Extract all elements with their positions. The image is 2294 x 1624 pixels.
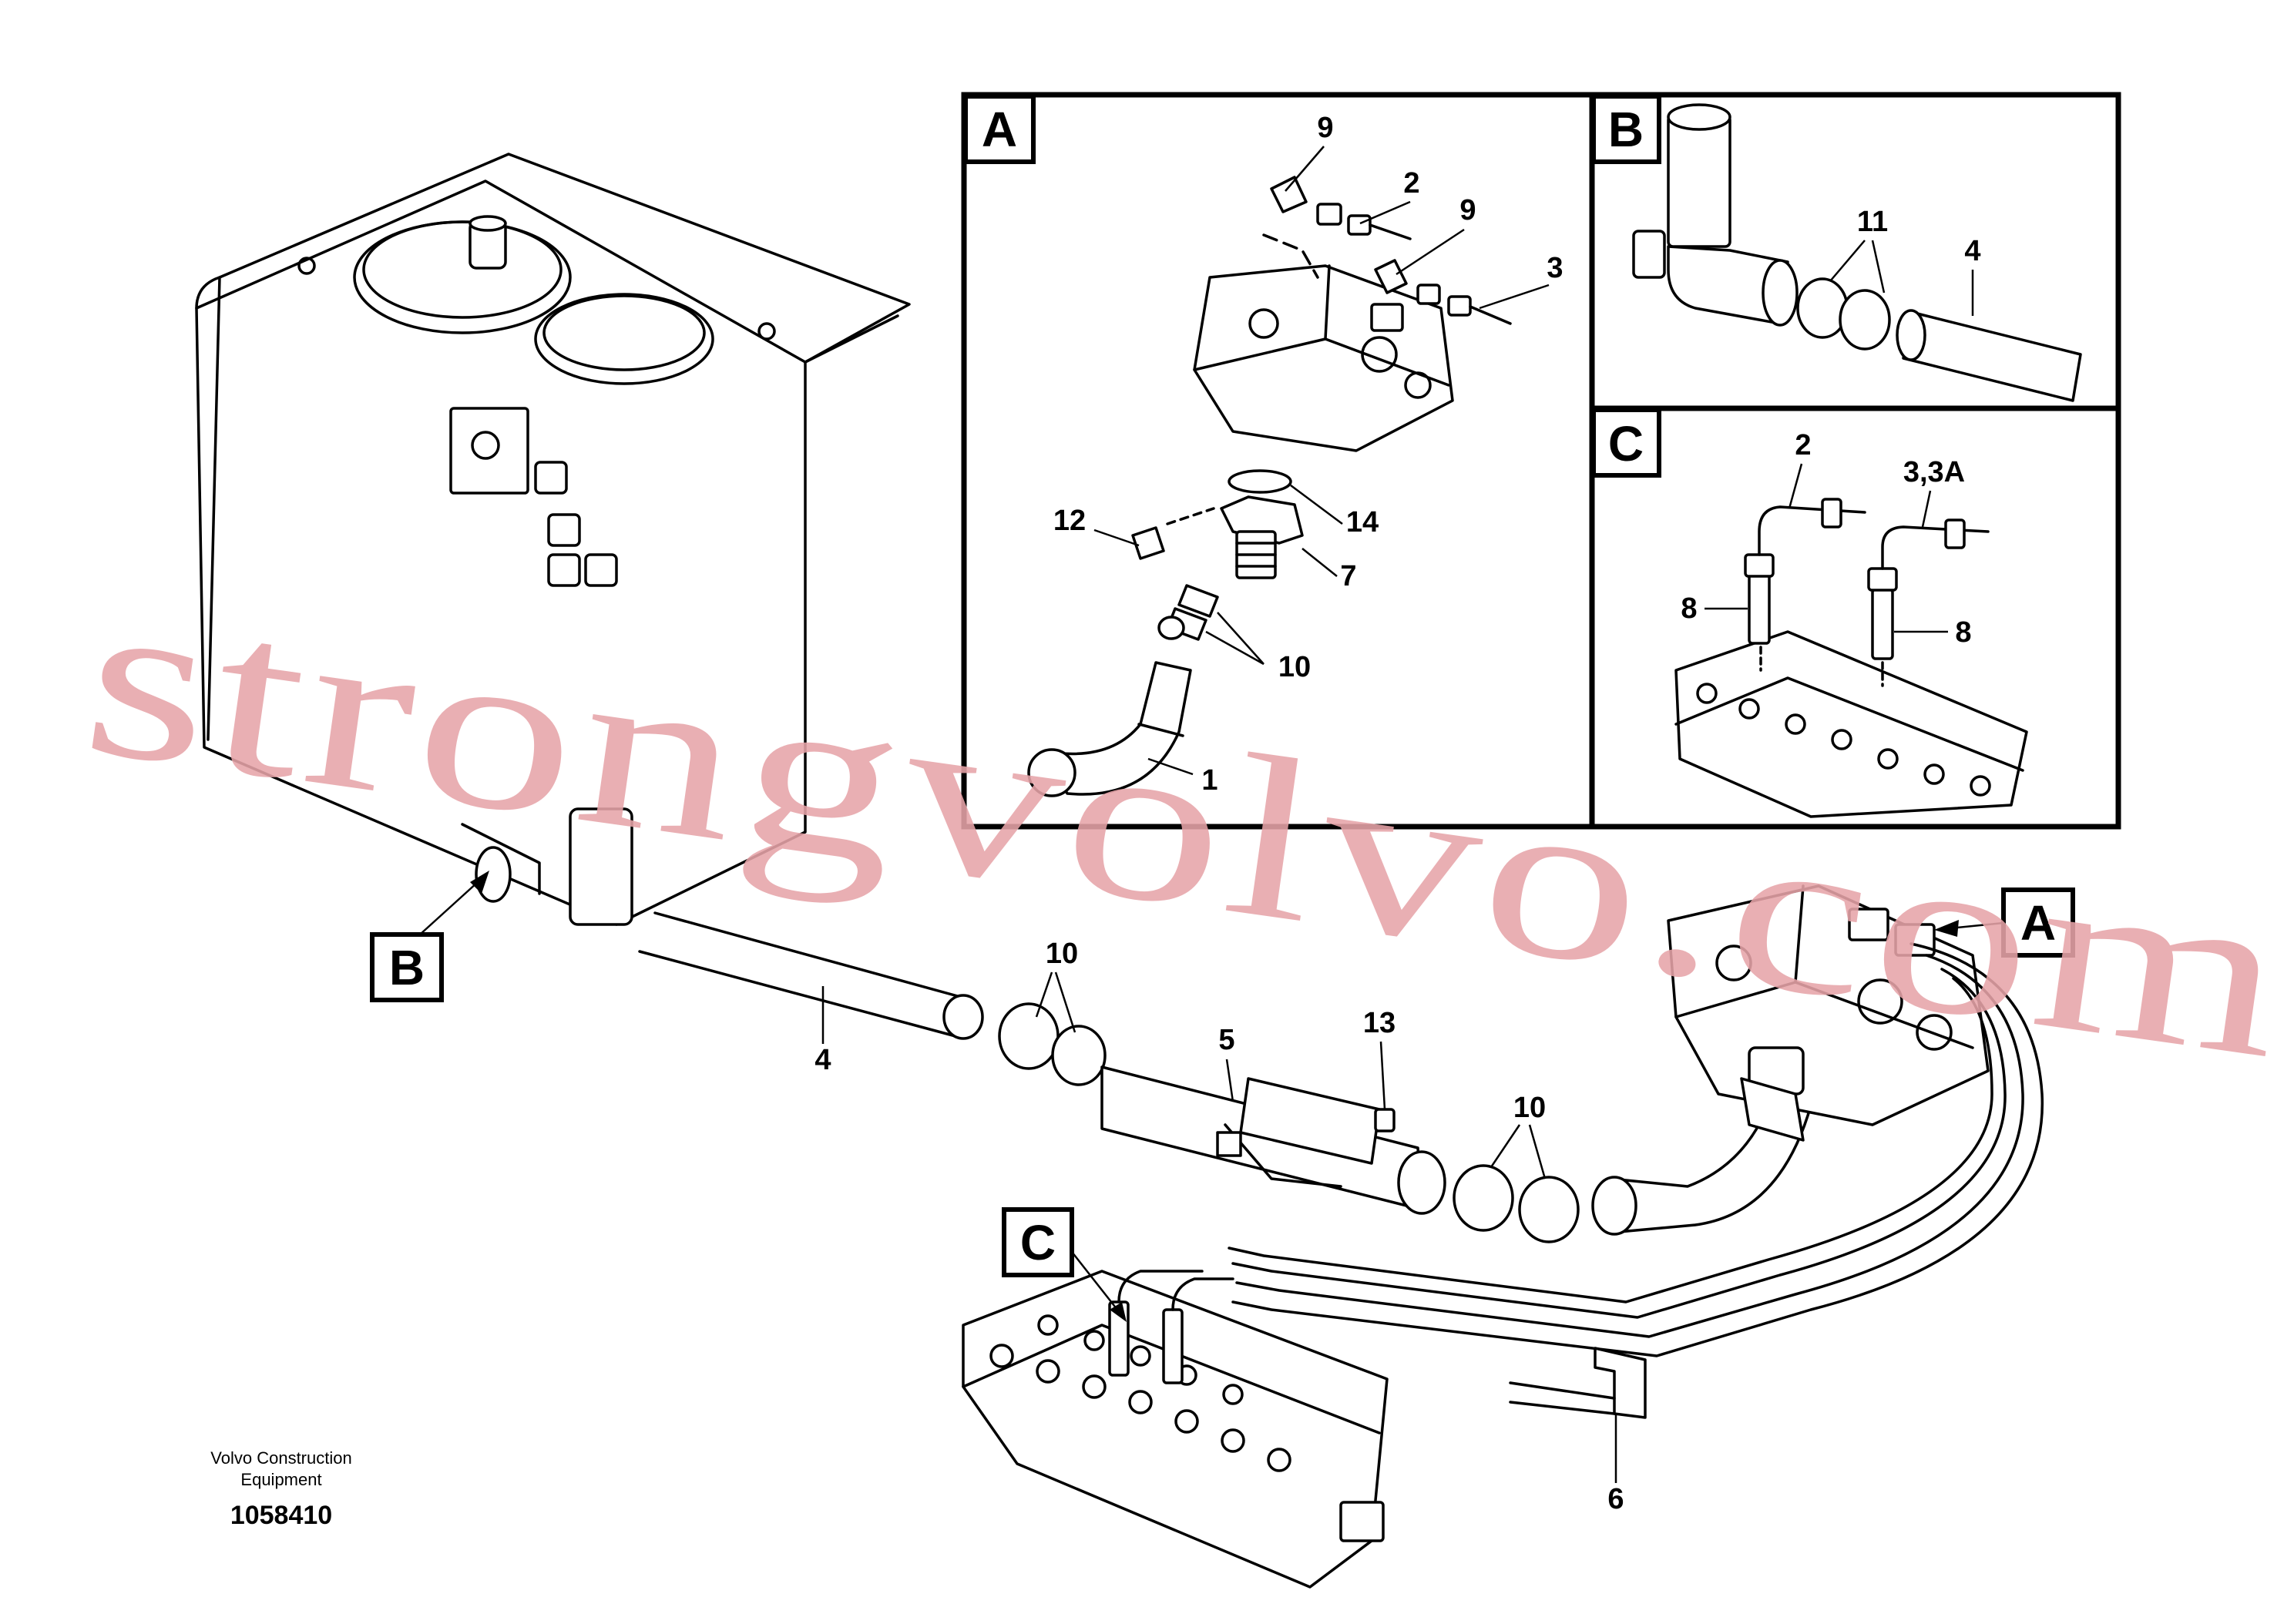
callout-7-a: 7 — [1340, 560, 1356, 592]
callout-2-c: 2 — [1795, 429, 1811, 461]
view-tag-c-main: C — [1002, 1207, 1127, 1322]
callout-8-c2: 8 — [1955, 616, 1971, 649]
callout-12-a: 12 — [1053, 505, 1086, 537]
view-tag-b-main: B — [370, 871, 489, 1002]
maker-line-1: Volvo Construction — [210, 1448, 351, 1468]
callout-10-a: 10 — [1278, 651, 1311, 683]
document-number: 1058410 — [230, 1501, 332, 1530]
callout-1-a: 1 — [1201, 764, 1218, 797]
view-tag-a-detail-label: A — [982, 102, 1017, 157]
control-valve — [962, 1270, 1389, 1589]
callout-6-main: 6 — [1607, 1483, 1624, 1515]
callouts-detail-a: 9 2 9 3 12 14 7 10 1 — [1053, 112, 1563, 797]
maker-line-2: Equipment — [240, 1470, 321, 1489]
callout-8-c: 8 — [1681, 592, 1697, 625]
callouts-detail-c: 2 3,3A 8 8 — [1681, 429, 1971, 649]
hydraulic-tank — [195, 153, 911, 926]
view-tag-b-detail: B — [1591, 94, 1661, 164]
detail-a-pump — [1027, 176, 1512, 797]
callout-11-b: 11 — [1857, 206, 1888, 238]
callout-3-a: 3 — [1547, 252, 1563, 284]
maker-block: Volvo Construction Equipment 1058410 — [210, 1448, 351, 1530]
view-tag-c-main-label: C — [1020, 1215, 1056, 1270]
callout-9-a2: 9 — [1459, 194, 1476, 226]
view-tag-c-detail: C — [1591, 408, 1661, 478]
callout-10-main2: 10 — [1513, 1092, 1546, 1124]
detail-b-port — [1632, 103, 2082, 402]
callout-5-main: 5 — [1218, 1024, 1234, 1056]
main-pump — [1667, 884, 1990, 1142]
view-tag-a-main-label: A — [2020, 895, 2056, 951]
view-tag-c-detail-label: C — [1608, 416, 1644, 471]
callouts-main: 4 10 5 13 10 6 — [814, 938, 1624, 1515]
detail-c-valve — [1674, 498, 2028, 818]
callout-33a-c: 3,3A — [1903, 456, 1965, 488]
suction-hose-assembly — [638, 911, 1812, 1243]
callouts-detail-b: 11 4 — [1829, 206, 1981, 316]
callout-4-b: 4 — [1964, 235, 1980, 267]
callout-10-main: 10 — [1046, 938, 1078, 970]
callout-4-main: 4 — [814, 1044, 831, 1076]
pilot-lines — [1228, 942, 2044, 1419]
callout-14-a: 14 — [1346, 506, 1379, 539]
view-tag-a-detail: A — [963, 94, 1036, 164]
view-tag-b-detail-label: B — [1608, 102, 1644, 157]
callout-9-a: 9 — [1317, 112, 1333, 144]
view-tag-b-main-label: B — [389, 940, 425, 995]
view-tag-a-main: A — [1934, 887, 2075, 958]
callout-2-a: 2 — [1403, 167, 1419, 200]
callout-13-main: 13 — [1363, 1007, 1396, 1039]
